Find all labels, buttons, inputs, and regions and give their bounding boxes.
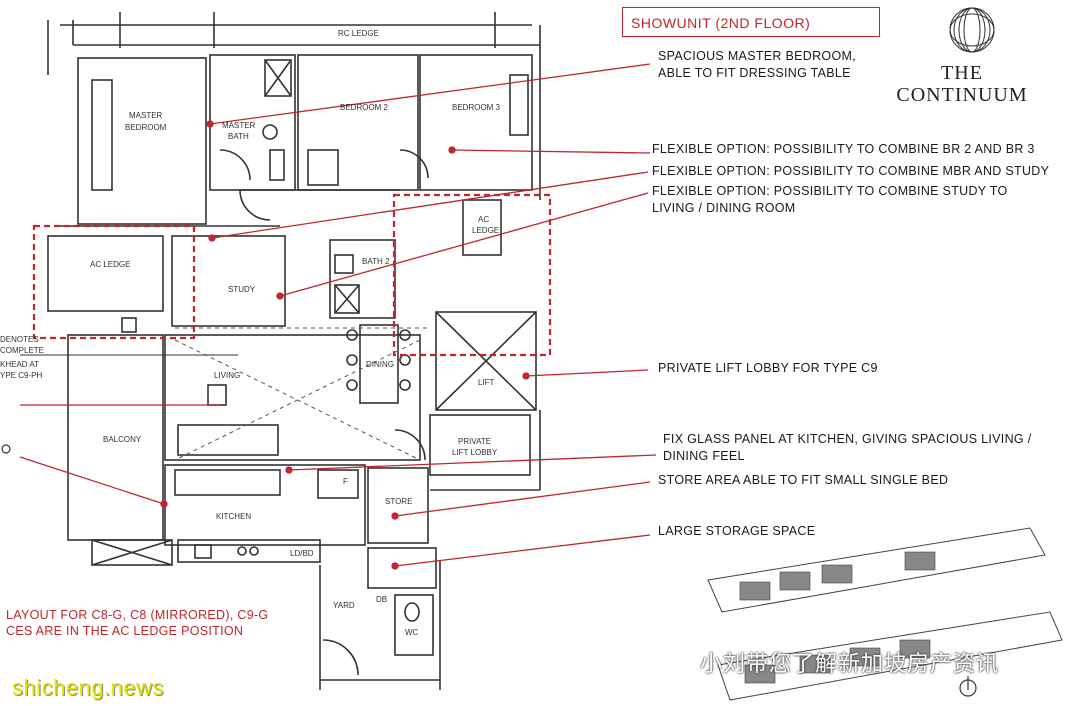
- annotation-line: LIVING / DINING ROOM: [652, 201, 796, 215]
- ac-ledge-left-label: AC LEDGE: [90, 260, 130, 269]
- rc-ledge-label: RC LEDGE: [338, 29, 379, 38]
- ac-ledge-right-label-2: LEDGE: [472, 226, 499, 235]
- master-bedroom-label-2: BEDROOM: [125, 123, 167, 132]
- left-note-4: YPE C9-PH: [0, 371, 43, 380]
- ldbd-label: LD/BD: [290, 549, 314, 558]
- annotation-line: DINING FEEL: [663, 449, 745, 463]
- footnote-line-2: CES ARE IN THE AC LEDGE POSITION: [6, 624, 244, 638]
- wc-label: WC: [405, 628, 419, 637]
- dining-label: DINING: [366, 360, 394, 369]
- brand-line-2: CONTINUUM: [896, 84, 1028, 106]
- yard-label: YARD: [333, 601, 355, 610]
- annotation-line: FLEXIBLE OPTION: POSSIBILITY TO COMBINE …: [652, 184, 1008, 198]
- annotation-line: FLEXIBLE OPTION: POSSIBILITY TO COMBINE …: [652, 164, 1050, 178]
- study-label: STUDY: [228, 285, 256, 294]
- annotation-line: LARGE STORAGE SPACE: [658, 524, 816, 538]
- lift-label: LIFT: [478, 378, 495, 387]
- ac-ledge-right-label: AC: [478, 215, 489, 224]
- annotation-glass-panel: FIX GLASS PANEL AT KITCHEN, GIVING SPACI…: [663, 431, 1031, 465]
- annotation-store-area: STORE AREA ABLE TO FIT SMALL SINGLE BED: [658, 472, 948, 489]
- living-label: LIVING: [214, 371, 240, 380]
- private-lift-lobby-label-2: LIFT LOBBY: [452, 448, 498, 457]
- left-note-3: KHEAD AT: [0, 360, 39, 369]
- annotation-br2-br3: FLEXIBLE OPTION: POSSIBILITY TO COMBINE …: [652, 141, 1035, 158]
- site-watermark: shicheng.news: [12, 675, 165, 700]
- show-unit-title: SHOWUNIT (2ND FLOOR): [622, 7, 880, 37]
- annotation-line: SPACIOUS MASTER BEDROOM,: [658, 49, 856, 63]
- db-label: DB: [376, 595, 387, 604]
- store-label: STORE: [385, 497, 412, 506]
- master-bath-label: MASTER: [222, 121, 256, 130]
- master-bedroom-label: MASTER: [129, 111, 163, 120]
- annotation-storage-space: LARGE STORAGE SPACE: [658, 523, 815, 540]
- left-note-2: COMPLETE: [0, 346, 45, 355]
- annotation-study-living: FLEXIBLE OPTION: POSSIBILITY TO COMBINE …: [652, 183, 1007, 217]
- annotation-line: PRIVATE LIFT LOBBY FOR TYPE C9: [658, 361, 878, 375]
- annotation-lift-lobby: PRIVATE LIFT LOBBY FOR TYPE C9: [658, 360, 878, 377]
- wechat-watermark: 小刘带您了解新加坡房产资讯: [700, 651, 1000, 676]
- private-lift-lobby-label: PRIVATE: [458, 437, 491, 446]
- master-bath-label-2: BATH: [228, 132, 249, 141]
- annotation-line: FLEXIBLE OPTION: POSSIBILITY TO COMBINE …: [652, 142, 1035, 156]
- annotation-line: STORE AREA ABLE TO FIT SMALL SINGLE BED: [658, 473, 949, 487]
- footnote-line-1: LAYOUT FOR C8-G, C8 (MIRRORED), C9-G: [6, 608, 269, 622]
- brand-logo-text: THE CONTINUUM: [886, 62, 1038, 106]
- annotation-line: ABLE TO FIT DRESSING TABLE: [658, 66, 851, 80]
- f-label: F: [343, 477, 348, 486]
- balcony-label: BALCONY: [103, 435, 142, 444]
- bedroom3-label: BEDROOM 3: [452, 103, 501, 112]
- annotation-mbr-study: FLEXIBLE OPTION: POSSIBILITY TO COMBINE …: [652, 163, 1049, 180]
- bedroom2-label: BEDROOM 2: [340, 103, 389, 112]
- brand-line-1: THE: [941, 62, 983, 84]
- annotation-master-bedroom: SPACIOUS MASTER BEDROOM, ABLE TO FIT DRE…: [658, 48, 856, 82]
- kitchen-label: KITCHEN: [216, 512, 251, 521]
- annotation-line: FIX GLASS PANEL AT KITCHEN, GIVING SPACI…: [663, 432, 1032, 446]
- left-note-1: DENOTES: [0, 335, 39, 344]
- bath2-label: BATH 2: [362, 257, 390, 266]
